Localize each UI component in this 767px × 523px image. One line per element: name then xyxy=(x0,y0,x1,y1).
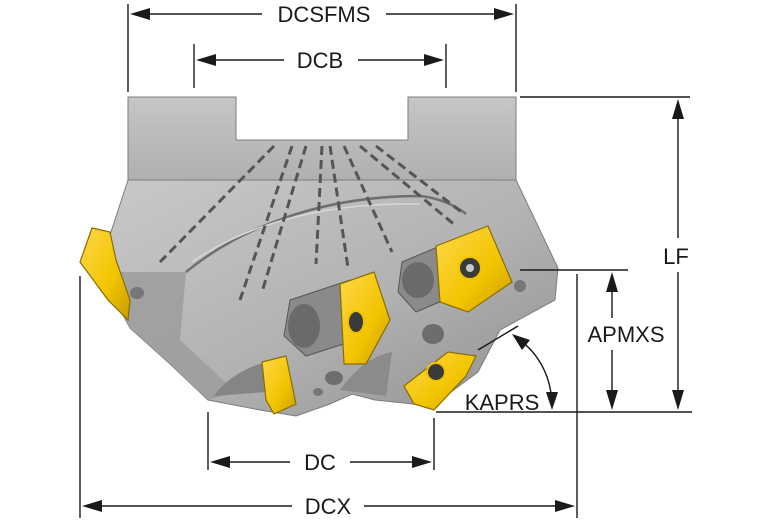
arrow-up-icon xyxy=(672,99,684,119)
dcsfms-label: DCSFMS xyxy=(278,2,371,27)
insert-center xyxy=(339,271,391,365)
dcb-label: DCB xyxy=(297,48,343,73)
arrow-right-icon xyxy=(494,8,514,20)
insert-screw-icon xyxy=(347,310,365,334)
arrow-down-icon xyxy=(606,390,618,410)
bolt-hole-small xyxy=(313,388,323,396)
dc-label: DC xyxy=(304,450,336,475)
coolant-channel xyxy=(328,145,350,269)
insert-seats xyxy=(283,245,445,357)
chip-gullet-2 xyxy=(340,352,392,396)
dimensions: DCSFMS DCB LF APMXS KAPRS DC xyxy=(79,2,692,519)
insert-screw-hole xyxy=(466,264,474,272)
bolt-hole-mid xyxy=(422,324,444,344)
bolt-hole-left xyxy=(130,287,144,299)
arrow-left-icon xyxy=(210,456,230,468)
arrow-left-icon xyxy=(196,54,216,66)
coolant-channels xyxy=(158,144,465,301)
arrow-up-icon xyxy=(606,272,618,292)
arrow-left-icon xyxy=(82,500,102,512)
bolt-hole-right xyxy=(514,280,526,292)
bolt-hole-low xyxy=(325,371,343,385)
chip-gullet xyxy=(214,360,276,396)
carbide-inserts xyxy=(79,225,513,415)
clamp-screw xyxy=(402,262,434,298)
coolant-channel xyxy=(375,144,465,216)
insert-left xyxy=(79,227,131,322)
clamp-screw xyxy=(288,304,320,348)
arrow-right-icon xyxy=(424,54,444,66)
kaprs-edge-line xyxy=(477,325,519,351)
coolant-channel xyxy=(359,144,457,228)
coolant-channel xyxy=(314,145,324,265)
coolant-channel xyxy=(342,145,394,253)
arrow-right-icon xyxy=(412,456,432,468)
arrow-right-icon xyxy=(555,500,575,512)
arrow-down-icon xyxy=(672,390,684,410)
coolant-channel xyxy=(260,145,308,293)
insert-bottom xyxy=(261,355,297,415)
dcx-label: DCX xyxy=(305,494,352,519)
arrow-down-icon xyxy=(546,392,558,410)
pocket-contour-inner xyxy=(191,203,421,263)
body-lower-facet xyxy=(98,272,236,400)
apmxs-label: APMXS xyxy=(587,322,664,347)
arrow-icon xyxy=(512,334,530,350)
arrow-left-icon xyxy=(130,8,150,20)
kaprs-label: KAPRS xyxy=(465,390,540,415)
insert-screw-icon xyxy=(426,362,446,382)
lf-label: LF xyxy=(663,244,689,269)
